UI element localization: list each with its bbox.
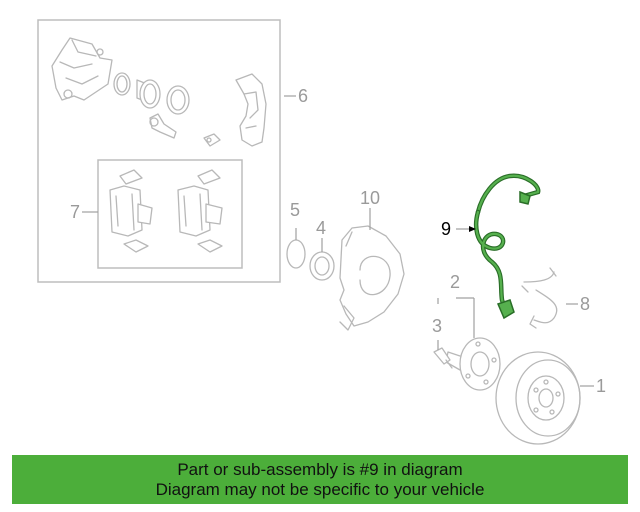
hub-o-ring[interactable]	[286, 239, 306, 269]
brake-hose-part-9[interactable]	[473, 173, 541, 320]
brake-pad-set-left[interactable]	[109, 169, 153, 253]
caliper-piston[interactable]	[136, 79, 161, 109]
callout-9: 9	[441, 219, 451, 239]
splash-shield[interactable]	[339, 225, 405, 331]
info-banner: Part or sub-assembly is #9 in diagram Di…	[12, 455, 628, 504]
pad-kit-frame	[97, 159, 243, 269]
caliper-bracket[interactable]	[235, 73, 267, 147]
callout-2: 2	[450, 272, 460, 292]
banner-line-disclaimer: Diagram may not be specific to your vehi…	[155, 480, 485, 499]
brake-pad-set-right[interactable]	[177, 169, 223, 253]
wheel-hub[interactable]	[445, 337, 501, 391]
callout-10: 10	[360, 188, 380, 208]
callout-8: 8	[580, 294, 590, 314]
brake-rotor[interactable]	[495, 351, 581, 445]
hub-bolt[interactable]	[433, 347, 453, 369]
banner-line-part-number: Part or sub-assembly is #9 in diagram	[177, 460, 463, 479]
callout-4: 4	[316, 218, 326, 238]
caliper-body[interactable]	[51, 37, 113, 101]
caliper-guide-bolt[interactable]	[149, 113, 177, 139]
piston-seal[interactable]	[113, 72, 131, 96]
hub-bearing[interactable]	[309, 251, 335, 281]
callout-1: 1	[596, 376, 606, 396]
callout-7: 7	[70, 202, 80, 222]
guide-bushing[interactable]	[203, 133, 221, 147]
leader-lines	[82, 95, 594, 387]
parts-diagram: 1 2 3 4 5 6 7 8 9 10	[37, 19, 606, 445]
callout-3: 3	[432, 316, 442, 336]
piston-boot[interactable]	[166, 85, 190, 115]
caliper-assembly-frame	[37, 19, 281, 283]
callout-5: 5	[290, 200, 300, 220]
brake-line[interactable]	[521, 267, 558, 329]
callout-6: 6	[298, 86, 308, 106]
